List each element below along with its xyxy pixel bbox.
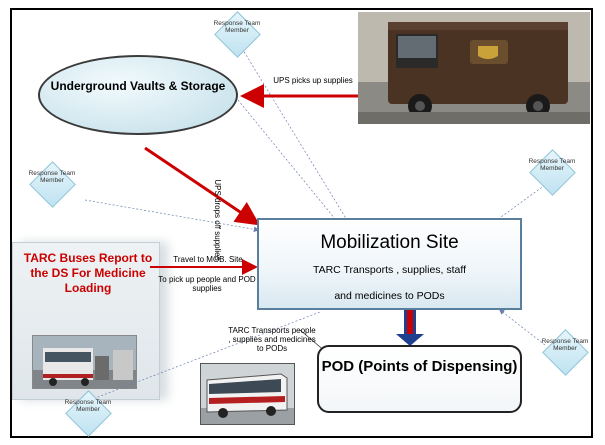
diamond-shape bbox=[214, 11, 261, 58]
response-member-top: Response Team Member bbox=[214, 11, 261, 58]
response-member-label: Response Team Member bbox=[528, 158, 576, 173]
diamond-shape bbox=[529, 149, 576, 196]
label-ups-pickup: UPS picks up supplies bbox=[273, 76, 353, 85]
dotted-line-member-left bbox=[84, 199, 260, 233]
response-member-bottom-right: Response Team Member bbox=[542, 329, 589, 376]
response-member-right: Response Team Member bbox=[529, 149, 576, 196]
dotted-line-dropoff bbox=[237, 99, 341, 226]
bus-depot-illustration bbox=[33, 336, 136, 388]
response-member-label: Response Team Member bbox=[213, 20, 261, 35]
underground-storage-node: Underground Vaults & Storage bbox=[38, 55, 238, 135]
mobilization-site-node: Mobilization Site TARC Transports , supp… bbox=[257, 218, 522, 310]
label-tarc-transports: TARC Transports people , supplies and me… bbox=[228, 326, 316, 354]
arrow-mob-to-pod-head bbox=[396, 334, 424, 346]
response-member-label: Response Team Member bbox=[541, 338, 589, 353]
pod-node: POD (Points of Dispensing) bbox=[317, 345, 522, 413]
storage-label: Underground Vaults & Storage bbox=[50, 79, 226, 93]
dotted-line-member-bottom-left bbox=[89, 311, 321, 401]
response-member-label: Response Team Member bbox=[64, 399, 112, 414]
response-member-bottom-left: Response Team Member bbox=[65, 390, 112, 437]
arrow-mob-to-pod-core bbox=[407, 310, 413, 336]
tarc-buses-label: TARC Buses Report to the DS For Medicine… bbox=[23, 251, 153, 295]
label-pickup-people: To pick up people and POD supplies bbox=[158, 275, 256, 294]
response-member-left: Response Team Member bbox=[29, 161, 76, 208]
ups-truck-illustration bbox=[358, 12, 590, 124]
dotted-line-member-top bbox=[239, 44, 351, 226]
arrow-storage-to-mobilization bbox=[144, 146, 260, 226]
mobilization-line2: and medicines to PODs bbox=[334, 290, 445, 302]
dotted-line-member-bottom-right bbox=[498, 309, 546, 346]
pod-label: POD (Points of Dispensing) bbox=[321, 358, 518, 375]
response-member-label: Response Team Member bbox=[28, 170, 76, 185]
bus-road-illustration bbox=[201, 364, 294, 424]
diamond-shape bbox=[29, 161, 76, 208]
label-travel-mob: Travel to MOB. Site bbox=[173, 255, 243, 264]
diamond-shape bbox=[542, 329, 589, 376]
mobilization-line1: TARC Transports , supplies, staff bbox=[312, 264, 467, 276]
diamond-shape bbox=[65, 390, 112, 437]
label-ups-dropoff: UPS drops off supplies bbox=[213, 179, 222, 261]
ups-truck-photo bbox=[358, 12, 590, 124]
mobilization-title: Mobilization Site bbox=[320, 232, 459, 253]
bus-photo-depot bbox=[32, 335, 137, 389]
bus-photo-road bbox=[200, 363, 295, 425]
